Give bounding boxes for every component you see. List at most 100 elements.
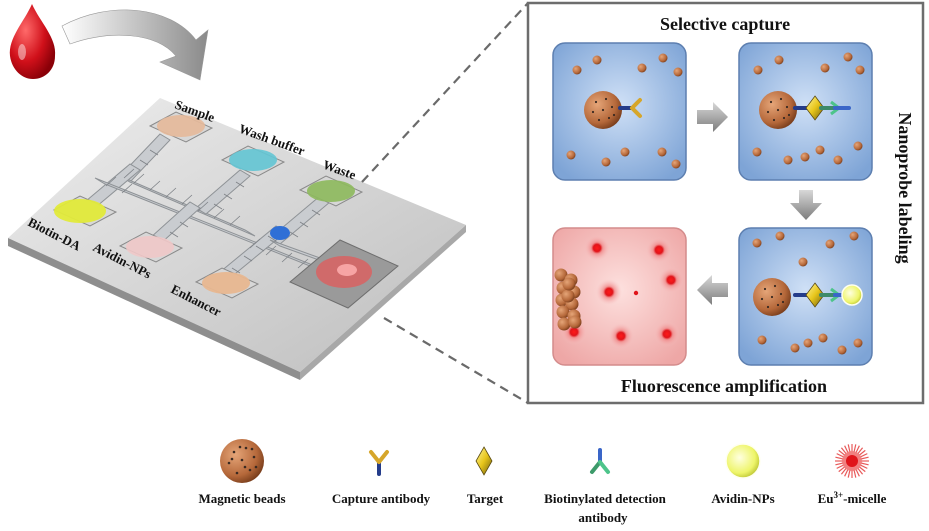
- small-bead: [774, 55, 784, 65]
- micelle-spike: [858, 449, 866, 456]
- microfluidic-chip: Sample Wash buffer Waste Biotin-DA Avidi…: [8, 97, 466, 380]
- channel-segments: [105, 149, 321, 274]
- clustered-bead: [556, 305, 570, 319]
- legend-bead-dot: [244, 446, 248, 450]
- blood-drop-icon: [9, 4, 56, 79]
- legend-bead-dot: [227, 461, 231, 465]
- micelle-spike: [836, 464, 845, 469]
- micelle-spike: [835, 462, 844, 466]
- step-bound-square: [738, 42, 873, 181]
- legend: Magnetic beads Capture antibody Target B…: [198, 439, 887, 525]
- small-bead: [757, 335, 767, 345]
- micelle-spike: [859, 464, 868, 469]
- bead-dot: [597, 118, 601, 122]
- biotin-da-reservoir: [52, 195, 118, 227]
- small-bead: [803, 338, 813, 348]
- legend-bead-dot: [243, 465, 247, 469]
- micelle-spike: [847, 444, 851, 453]
- legend-eu-suffix: -micelle: [843, 491, 887, 506]
- bead-dot: [760, 297, 764, 301]
- legend-bead-dot: [235, 471, 239, 475]
- bead-dot: [772, 118, 776, 122]
- bead-dot: [607, 116, 611, 120]
- eu-micelle: [658, 267, 684, 293]
- legend-magnetic-beads-label: Magnetic beads: [198, 491, 285, 506]
- bead-dot: [591, 110, 595, 114]
- capture-antibody-icon: [618, 98, 642, 118]
- legend-capture-antibody-icon: [369, 450, 389, 476]
- small-bead: [855, 65, 865, 75]
- legend-bead-dot: [250, 447, 254, 451]
- magnetic-bead-cluster: [554, 268, 582, 331]
- legend-target-label: Target: [467, 491, 504, 506]
- bead-dot: [766, 305, 770, 309]
- legend-avidin-nps-label: Avidin-NPs: [711, 491, 774, 506]
- small-bead: [592, 55, 602, 65]
- bead-dot: [612, 113, 616, 117]
- eu-micelle-small: [633, 290, 639, 296]
- legend-detection-antibody-label-2: antibody: [578, 510, 628, 525]
- small-bead: [818, 333, 828, 343]
- small-bead: [753, 65, 763, 75]
- bead-dot: [769, 100, 773, 104]
- bead-dot: [601, 108, 605, 112]
- small-bead: [825, 239, 835, 249]
- label-nanoprobe-labeling: Nanoprobe labeling: [895, 112, 915, 263]
- eu-micelle: [654, 321, 680, 347]
- legend-eu-superscript: 3+: [833, 490, 843, 500]
- micelle-spike: [840, 447, 847, 455]
- micelle-spike: [857, 447, 864, 455]
- legend-bead-dot: [248, 468, 252, 472]
- bead-dot: [776, 108, 780, 112]
- small-bead: [849, 231, 859, 241]
- bead-dot: [776, 303, 780, 307]
- legend-capture-antibody-label: Capture antibody: [332, 491, 431, 506]
- bead-dot: [610, 105, 614, 109]
- bead-dot: [594, 100, 598, 104]
- micelle-spike: [844, 468, 849, 477]
- small-bead: [572, 65, 582, 75]
- bead-dot: [779, 97, 783, 101]
- micelle-spike: [838, 449, 846, 456]
- micelle-spike: [857, 467, 864, 475]
- bead-dot: [779, 292, 783, 296]
- micelles: [561, 235, 684, 349]
- micelle-spike: [840, 467, 847, 475]
- small-bead: [752, 147, 762, 157]
- micelle-spike: [847, 469, 851, 478]
- avidin-nps-reservoir: [118, 231, 184, 263]
- micelle-spike: [844, 445, 849, 454]
- small-bead: [658, 53, 668, 63]
- small-bead: [601, 157, 611, 167]
- arrow-down-icon: [790, 190, 822, 220]
- wash-buffer-reservoir: [220, 145, 286, 177]
- legend-eu-prefix: Eu: [818, 491, 834, 506]
- waste-reservoir: [298, 175, 364, 207]
- clustered-bead: [557, 317, 571, 331]
- eu-micelle: [596, 279, 622, 305]
- micelle-spike: [853, 444, 857, 453]
- small-bead: [800, 152, 810, 162]
- legend-bead-dot: [232, 450, 236, 454]
- chip-board-edge: [8, 238, 300, 380]
- micelle-spike: [836, 453, 845, 458]
- micelle-spike: [855, 468, 860, 477]
- micelle-spike: [855, 445, 860, 454]
- bead-dot: [785, 105, 789, 109]
- label-fluorescence-amplification: Fluorescence amplification: [621, 376, 827, 396]
- label-selective-capture: Selective capture: [660, 14, 790, 34]
- small-bead: [790, 343, 800, 353]
- bead-dot: [782, 116, 786, 120]
- small-bead: [671, 159, 681, 169]
- legend-detection-antibody-icon: [590, 448, 610, 474]
- legend-magnetic-beads-icon: [220, 439, 264, 483]
- arrow-right-icon: [697, 102, 728, 132]
- micelle-spike: [858, 466, 866, 473]
- clustered-bead: [562, 277, 576, 291]
- legend-bead-dot: [254, 465, 258, 469]
- bound-complex-icon: [793, 95, 851, 121]
- valve-dot: [270, 226, 290, 240]
- micelle-spike: [835, 456, 844, 460]
- small-bead: [837, 345, 847, 355]
